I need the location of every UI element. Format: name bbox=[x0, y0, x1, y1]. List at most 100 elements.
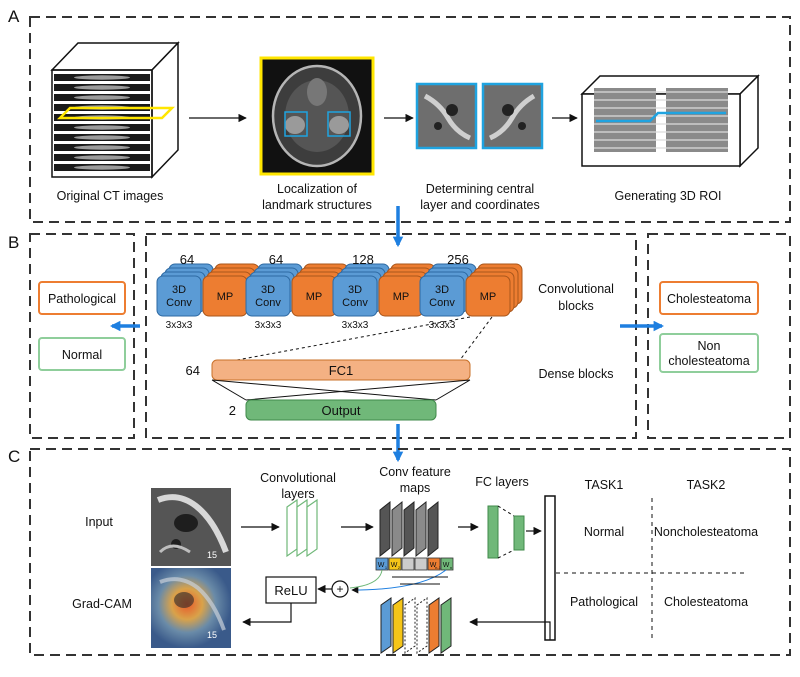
filter-count: 64 bbox=[269, 252, 283, 267]
input-ct-image bbox=[151, 488, 231, 566]
relu-box bbox=[265, 576, 317, 604]
feature-maps-icon bbox=[379, 500, 439, 558]
output-layer-units: 2 bbox=[229, 403, 236, 418]
conv3d-block bbox=[419, 275, 465, 317]
weighted-feature-map bbox=[380, 597, 392, 654]
step-label-3d-roi: Generating 3D ROI bbox=[615, 189, 722, 203]
ct-slice-anatomy bbox=[74, 145, 130, 150]
weighted-feature-map bbox=[392, 597, 404, 654]
feature-map bbox=[403, 500, 415, 558]
filter-count: 128 bbox=[352, 252, 374, 267]
relu-label: ReLU bbox=[274, 583, 307, 598]
weight-label: W bbox=[430, 562, 437, 569]
expand-line-right bbox=[459, 316, 493, 361]
feature-map bbox=[427, 500, 439, 558]
weighted-feature-map bbox=[428, 597, 440, 654]
fc-layers-label: FC layers bbox=[475, 475, 528, 489]
fc1-layer bbox=[211, 359, 471, 381]
ct-slice-anatomy bbox=[74, 85, 130, 90]
pathological-output-box bbox=[38, 281, 126, 315]
fc1-units: 64 bbox=[186, 363, 200, 378]
step-label-central-layer-2: layer and coordinates bbox=[420, 198, 540, 212]
step-label-central-layer-1: Determining central bbox=[426, 182, 534, 196]
ear-crop-left-image bbox=[415, 82, 478, 150]
weight-subscript: n bbox=[450, 565, 452, 570]
weighted-feature-map bbox=[440, 597, 452, 654]
conv3d-block bbox=[332, 275, 378, 317]
cholesteatoma-output-box bbox=[659, 281, 759, 315]
weight-label: W bbox=[378, 562, 385, 569]
step-label-localization-1: Localization of bbox=[277, 182, 357, 196]
ct-slice-anatomy bbox=[74, 75, 130, 80]
task2-header: TASK2 bbox=[687, 478, 726, 492]
panel-c-letter: C bbox=[8, 447, 20, 466]
ct-slice-anatomy bbox=[74, 155, 130, 160]
sum-node-label: + bbox=[336, 582, 343, 596]
panel-a-letter: A bbox=[8, 7, 20, 26]
input-label: Input bbox=[85, 515, 113, 529]
fc-connections bbox=[211, 379, 471, 401]
normal-output-box bbox=[38, 337, 126, 371]
conv3d-label-1: 3D bbox=[172, 284, 186, 296]
task1-row2: Pathological bbox=[570, 595, 638, 609]
arrow-task-to-gradients bbox=[469, 617, 551, 640]
task1-row1: Normal bbox=[584, 525, 624, 539]
weight-cell bbox=[388, 557, 402, 571]
axial-ct-slice-image bbox=[259, 56, 375, 176]
feature-maps-label-2: maps bbox=[400, 481, 431, 495]
weight-cell bbox=[401, 557, 415, 571]
weight-cell bbox=[427, 557, 441, 571]
conv-blocks-label-1: Convolutional bbox=[538, 282, 614, 296]
non-cholesteatoma-output-label-2: cholesteatoma bbox=[668, 354, 749, 368]
weight-subscript: n-1 bbox=[435, 565, 442, 570]
conv3d-label-2: Conv bbox=[429, 297, 455, 309]
task2-row2: Cholesteatoma bbox=[664, 595, 748, 609]
weighted-feature-map bbox=[416, 597, 428, 654]
input-slice-number: 15 bbox=[207, 550, 217, 560]
filter-count: 64 bbox=[180, 252, 194, 267]
ct-slice-anatomy bbox=[74, 125, 130, 130]
ct-slice-anatomy bbox=[74, 95, 130, 100]
panel-b-network-frame bbox=[145, 233, 637, 439]
weight-cell bbox=[440, 557, 454, 571]
task1-header: TASK1 bbox=[585, 478, 624, 492]
weighted-sum-arrow bbox=[351, 569, 447, 594]
output-layer-label: Output bbox=[321, 403, 360, 418]
step-label-original-ct: Original CT images bbox=[57, 189, 164, 203]
roi-3d-volume-icon bbox=[580, 74, 760, 168]
feature-maps-label-1: Conv feature bbox=[379, 465, 451, 479]
conv3d-label-1: 3D bbox=[261, 284, 275, 296]
ear-crop-right-image bbox=[481, 82, 544, 150]
maxpool-label: MP bbox=[217, 291, 234, 303]
step-label-localization-2: landmark structures bbox=[262, 198, 372, 212]
fc1-label: FC1 bbox=[329, 363, 354, 378]
panel-a-frame bbox=[29, 16, 791, 223]
filter-count: 256 bbox=[447, 252, 469, 267]
conv-layers-icon bbox=[286, 498, 318, 558]
arrow-relu-to-gradcam bbox=[242, 603, 292, 627]
task2-row1: Noncholesteatoma bbox=[654, 525, 758, 539]
conv3d-label-1: 3D bbox=[435, 284, 449, 296]
conv3d-label-2: Conv bbox=[255, 297, 281, 309]
gradcam-label: Grad-CAM bbox=[72, 597, 132, 611]
conv3d-block bbox=[156, 275, 202, 317]
maxpool-label: MP bbox=[393, 291, 410, 303]
weighted-feature-maps bbox=[380, 597, 452, 654]
conv3d-label-1: 3D bbox=[348, 284, 362, 296]
feature-map bbox=[415, 500, 427, 558]
normal-output-label: Normal bbox=[62, 348, 102, 362]
panel-b-letter: B bbox=[8, 233, 19, 252]
maxpool-label: MP bbox=[480, 291, 497, 303]
conv3d-label-2: Conv bbox=[342, 297, 368, 309]
dense-blocks-label: Dense blocks bbox=[538, 367, 613, 381]
panel-b-right-frame bbox=[647, 233, 791, 439]
pathological-output-label: Pathological bbox=[48, 292, 116, 306]
ct-stack-icon bbox=[50, 41, 180, 179]
task-output-bar bbox=[544, 495, 556, 641]
conv3d-label-2: Conv bbox=[166, 297, 192, 309]
conv-layers-label-1: Convolutional bbox=[260, 471, 336, 485]
weight-label: W bbox=[391, 562, 398, 569]
maxpool-label: MP bbox=[306, 291, 323, 303]
